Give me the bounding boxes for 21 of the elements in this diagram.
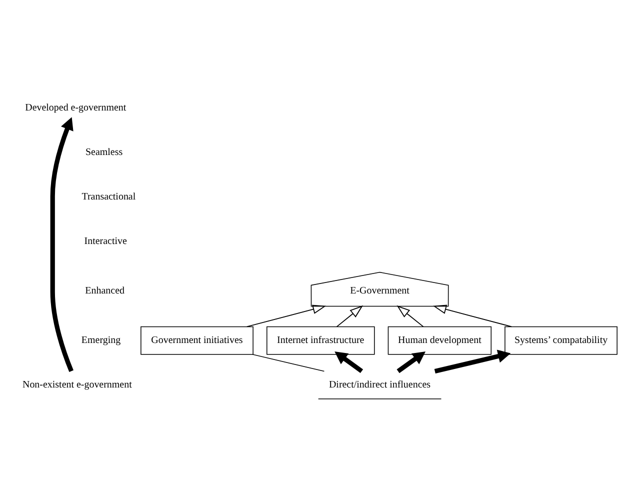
arrow: [433, 304, 512, 327]
arrow: [246, 304, 326, 327]
label: Seamless: [86, 146, 123, 158]
connector: [252, 354, 325, 372]
arrow: [336, 304, 364, 327]
node-text: Non-existent e-government: [22, 379, 132, 390]
node-box: Human development: [388, 326, 492, 354]
node-text: Developed e-government: [25, 102, 126, 114]
label: Emerging: [81, 334, 121, 346]
node-text: Direct/indirect influences: [328, 379, 431, 390]
label: Interactive: [84, 236, 127, 247]
arrow: [434, 349, 511, 373]
node-box: Internet infrastructure: [266, 326, 375, 354]
arrow: [396, 304, 424, 327]
arrow: [50, 116, 74, 372]
node-box: Government initiatives: [140, 326, 254, 354]
arrow: [334, 350, 364, 373]
arrow: [396, 351, 426, 373]
label: Transactional: [82, 191, 136, 202]
node-box: Systems’ compatability: [504, 326, 618, 354]
label: Enhanced: [85, 285, 124, 296]
